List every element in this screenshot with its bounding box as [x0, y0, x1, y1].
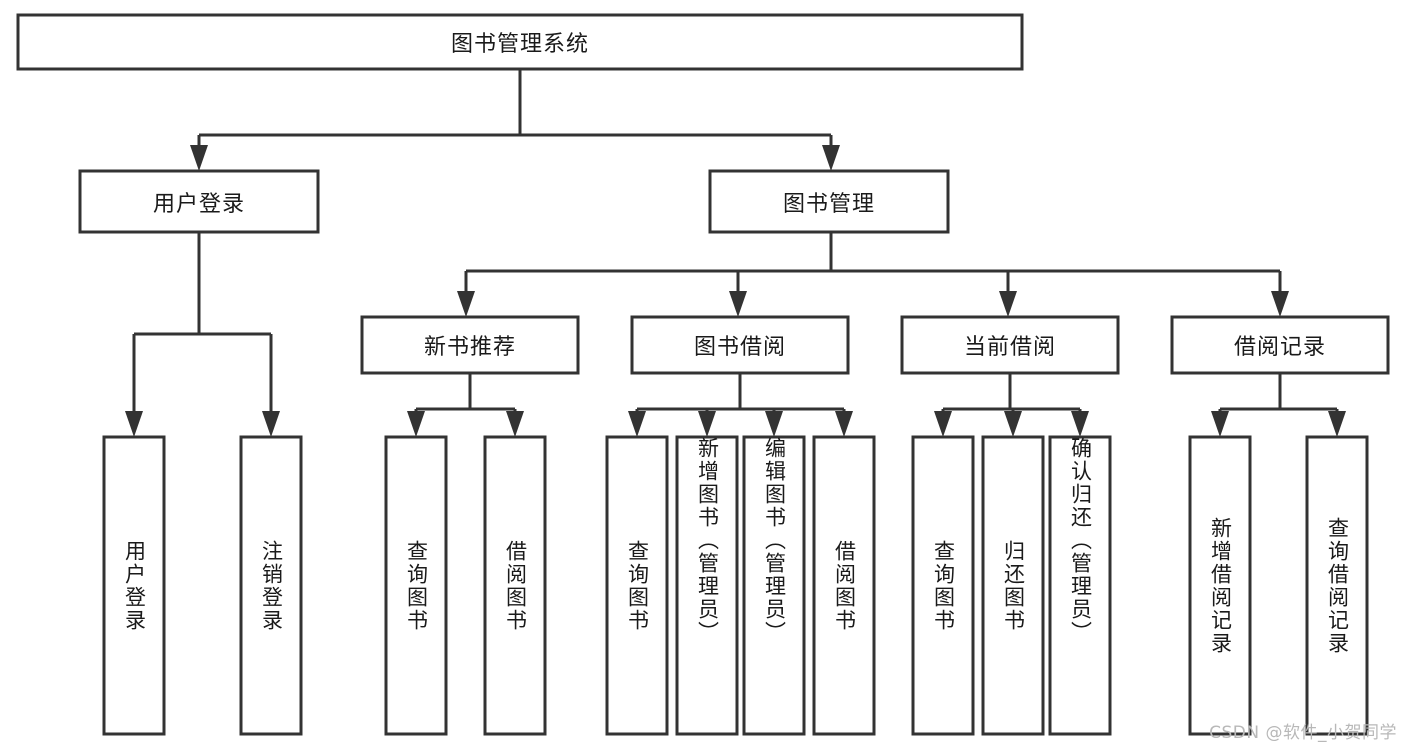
arrow-bookborrow-to-leaf2: [698, 411, 716, 437]
arrow-bookborrow-to-leaf3: [765, 411, 783, 437]
arrow-root-to-book-management: [822, 145, 840, 171]
arrow-borrowrecord-to-leaf1: [1211, 411, 1229, 437]
arrow-bookmgmt-to-current: [999, 291, 1017, 317]
arrow-currentborrow-to-leaf1: [934, 411, 952, 437]
edge-group-recommend-to-leaves: [407, 373, 524, 437]
node-box-leaf-borrow-book-recommend[interactable]: [483, 435, 547, 736]
arrow-recommend-to-leaf1: [407, 411, 425, 437]
edge-group-bookmgmt-to-level3: [457, 232, 1289, 317]
node-box-leaf-add-borrow-record[interactable]: [1188, 435, 1252, 736]
node-box-current-borrow[interactable]: [900, 315, 1120, 375]
node-box-user-login[interactable]: [78, 169, 320, 234]
node-box-new-book-recommend[interactable]: [360, 315, 580, 375]
arrow-currentborrow-to-leaf2: [1004, 411, 1022, 437]
node-box-leaf-add-book-admin[interactable]: [675, 435, 739, 736]
node-box-leaf-borrow-book[interactable]: [812, 435, 876, 736]
node-box-leaf-edit-book-admin[interactable]: [742, 435, 806, 736]
node-box-leaf-query-borrow-record[interactable]: [1305, 435, 1369, 736]
node-box-root[interactable]: [16, 13, 1024, 71]
node-box-borrow-record[interactable]: [1170, 315, 1390, 375]
edge-group-root-to-level2: [190, 69, 840, 171]
node-box-leaf-query-book-recommend[interactable]: [384, 435, 448, 736]
arrow-bookmgmt-to-record: [1271, 291, 1289, 317]
node-box-leaf-query-book-borrow[interactable]: [605, 435, 669, 736]
node-box-leaf-return-book[interactable]: [981, 435, 1045, 736]
arrow-userlogin-to-leaf2: [262, 411, 280, 437]
arrow-recommend-to-leaf2: [506, 411, 524, 437]
node-box-leaf-confirm-return-admin[interactable]: [1048, 435, 1112, 736]
edge-group-bookborrow-to-leaves: [628, 373, 853, 437]
arrow-bookmgmt-to-borrow: [729, 291, 747, 317]
arrow-userlogin-to-leaf1: [125, 411, 143, 437]
arrow-root-to-user-login: [190, 145, 208, 171]
arrow-bookborrow-to-leaf1: [628, 411, 646, 437]
node-box-book-management[interactable]: [708, 169, 950, 234]
arrow-bookmgmt-to-recommend: [457, 291, 475, 317]
arrow-borrowrecord-to-leaf2: [1328, 411, 1346, 437]
edge-group-userlogin-to-leaves: [125, 232, 280, 437]
node-box-leaf-user-login[interactable]: [102, 435, 166, 736]
arrow-currentborrow-to-leaf3: [1071, 411, 1089, 437]
arrow-bookborrow-to-leaf4: [835, 411, 853, 437]
csdn-watermark: CSDN @软件_小贺同学: [1209, 723, 1397, 743]
node-box-leaf-query-book-current[interactable]: [911, 435, 975, 736]
node-box-book-borrow[interactable]: [630, 315, 850, 375]
node-box-leaf-user-logout[interactable]: [239, 435, 303, 736]
edge-group-borrowrecord-to-leaves: [1211, 373, 1346, 437]
edge-group-currentborrow-to-leaves: [934, 373, 1089, 437]
